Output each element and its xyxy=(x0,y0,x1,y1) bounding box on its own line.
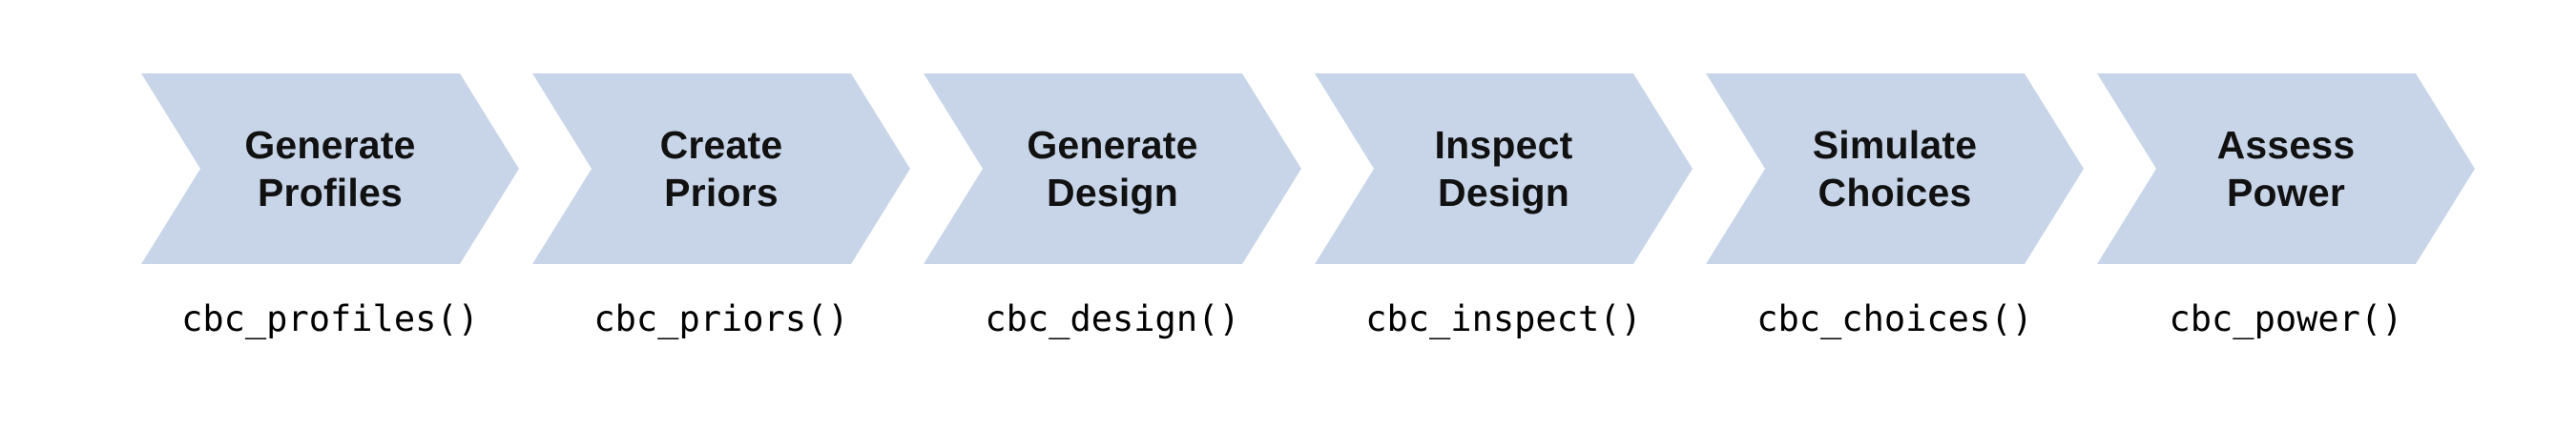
function-name: cbc_inspect() xyxy=(1365,298,1642,339)
step-title-line: Profiles xyxy=(258,171,403,214)
step-assess-power: Assess Power cbc_power() xyxy=(2097,73,2475,339)
step-title-line: Power xyxy=(2226,171,2346,214)
step-inspect-design: Inspect Design cbc_inspect() xyxy=(1315,73,1693,339)
step-title-line: Assess xyxy=(2216,122,2356,167)
chevron-shape: Generate Profiles xyxy=(141,73,519,264)
function-name: cbc_profiles() xyxy=(181,298,479,339)
step-simulate-choices: Simulate Choices cbc_choices() xyxy=(1706,73,2084,339)
step-title-line: Priors xyxy=(664,171,779,214)
steps-row: Generate Profiles cbc_profiles() Create … xyxy=(141,73,2519,339)
step-title-line: Generate xyxy=(244,122,416,167)
step-create-priors: Create Priors cbc_priors() xyxy=(532,73,910,339)
step-title-line: Simulate xyxy=(1812,122,1978,167)
step-title-line: Design xyxy=(1438,171,1569,214)
step-title-line: Choices xyxy=(1818,171,1972,214)
step-title-line: Design xyxy=(1047,171,1178,214)
function-name: cbc_priors() xyxy=(593,298,849,339)
step-generate-profiles: Generate Profiles cbc_profiles() xyxy=(141,73,519,339)
chevron-shape: Create Priors xyxy=(532,73,910,264)
chevron-shape: Simulate Choices xyxy=(1706,73,2084,264)
step-generate-design: Generate Design cbc_design() xyxy=(924,73,1301,339)
function-name: cbc_design() xyxy=(985,298,1240,339)
chevron-shape: Inspect Design xyxy=(1315,73,1693,264)
function-name: cbc_power() xyxy=(2169,298,2403,339)
chevron-shape: Generate Design xyxy=(924,73,1301,264)
step-title-line: Generate xyxy=(1027,122,1198,167)
step-title-line: Inspect xyxy=(1434,122,1573,167)
chevron-shape: Assess Power xyxy=(2097,73,2475,264)
step-title-line: Create xyxy=(659,122,783,167)
function-name: cbc_choices() xyxy=(1756,298,2033,339)
